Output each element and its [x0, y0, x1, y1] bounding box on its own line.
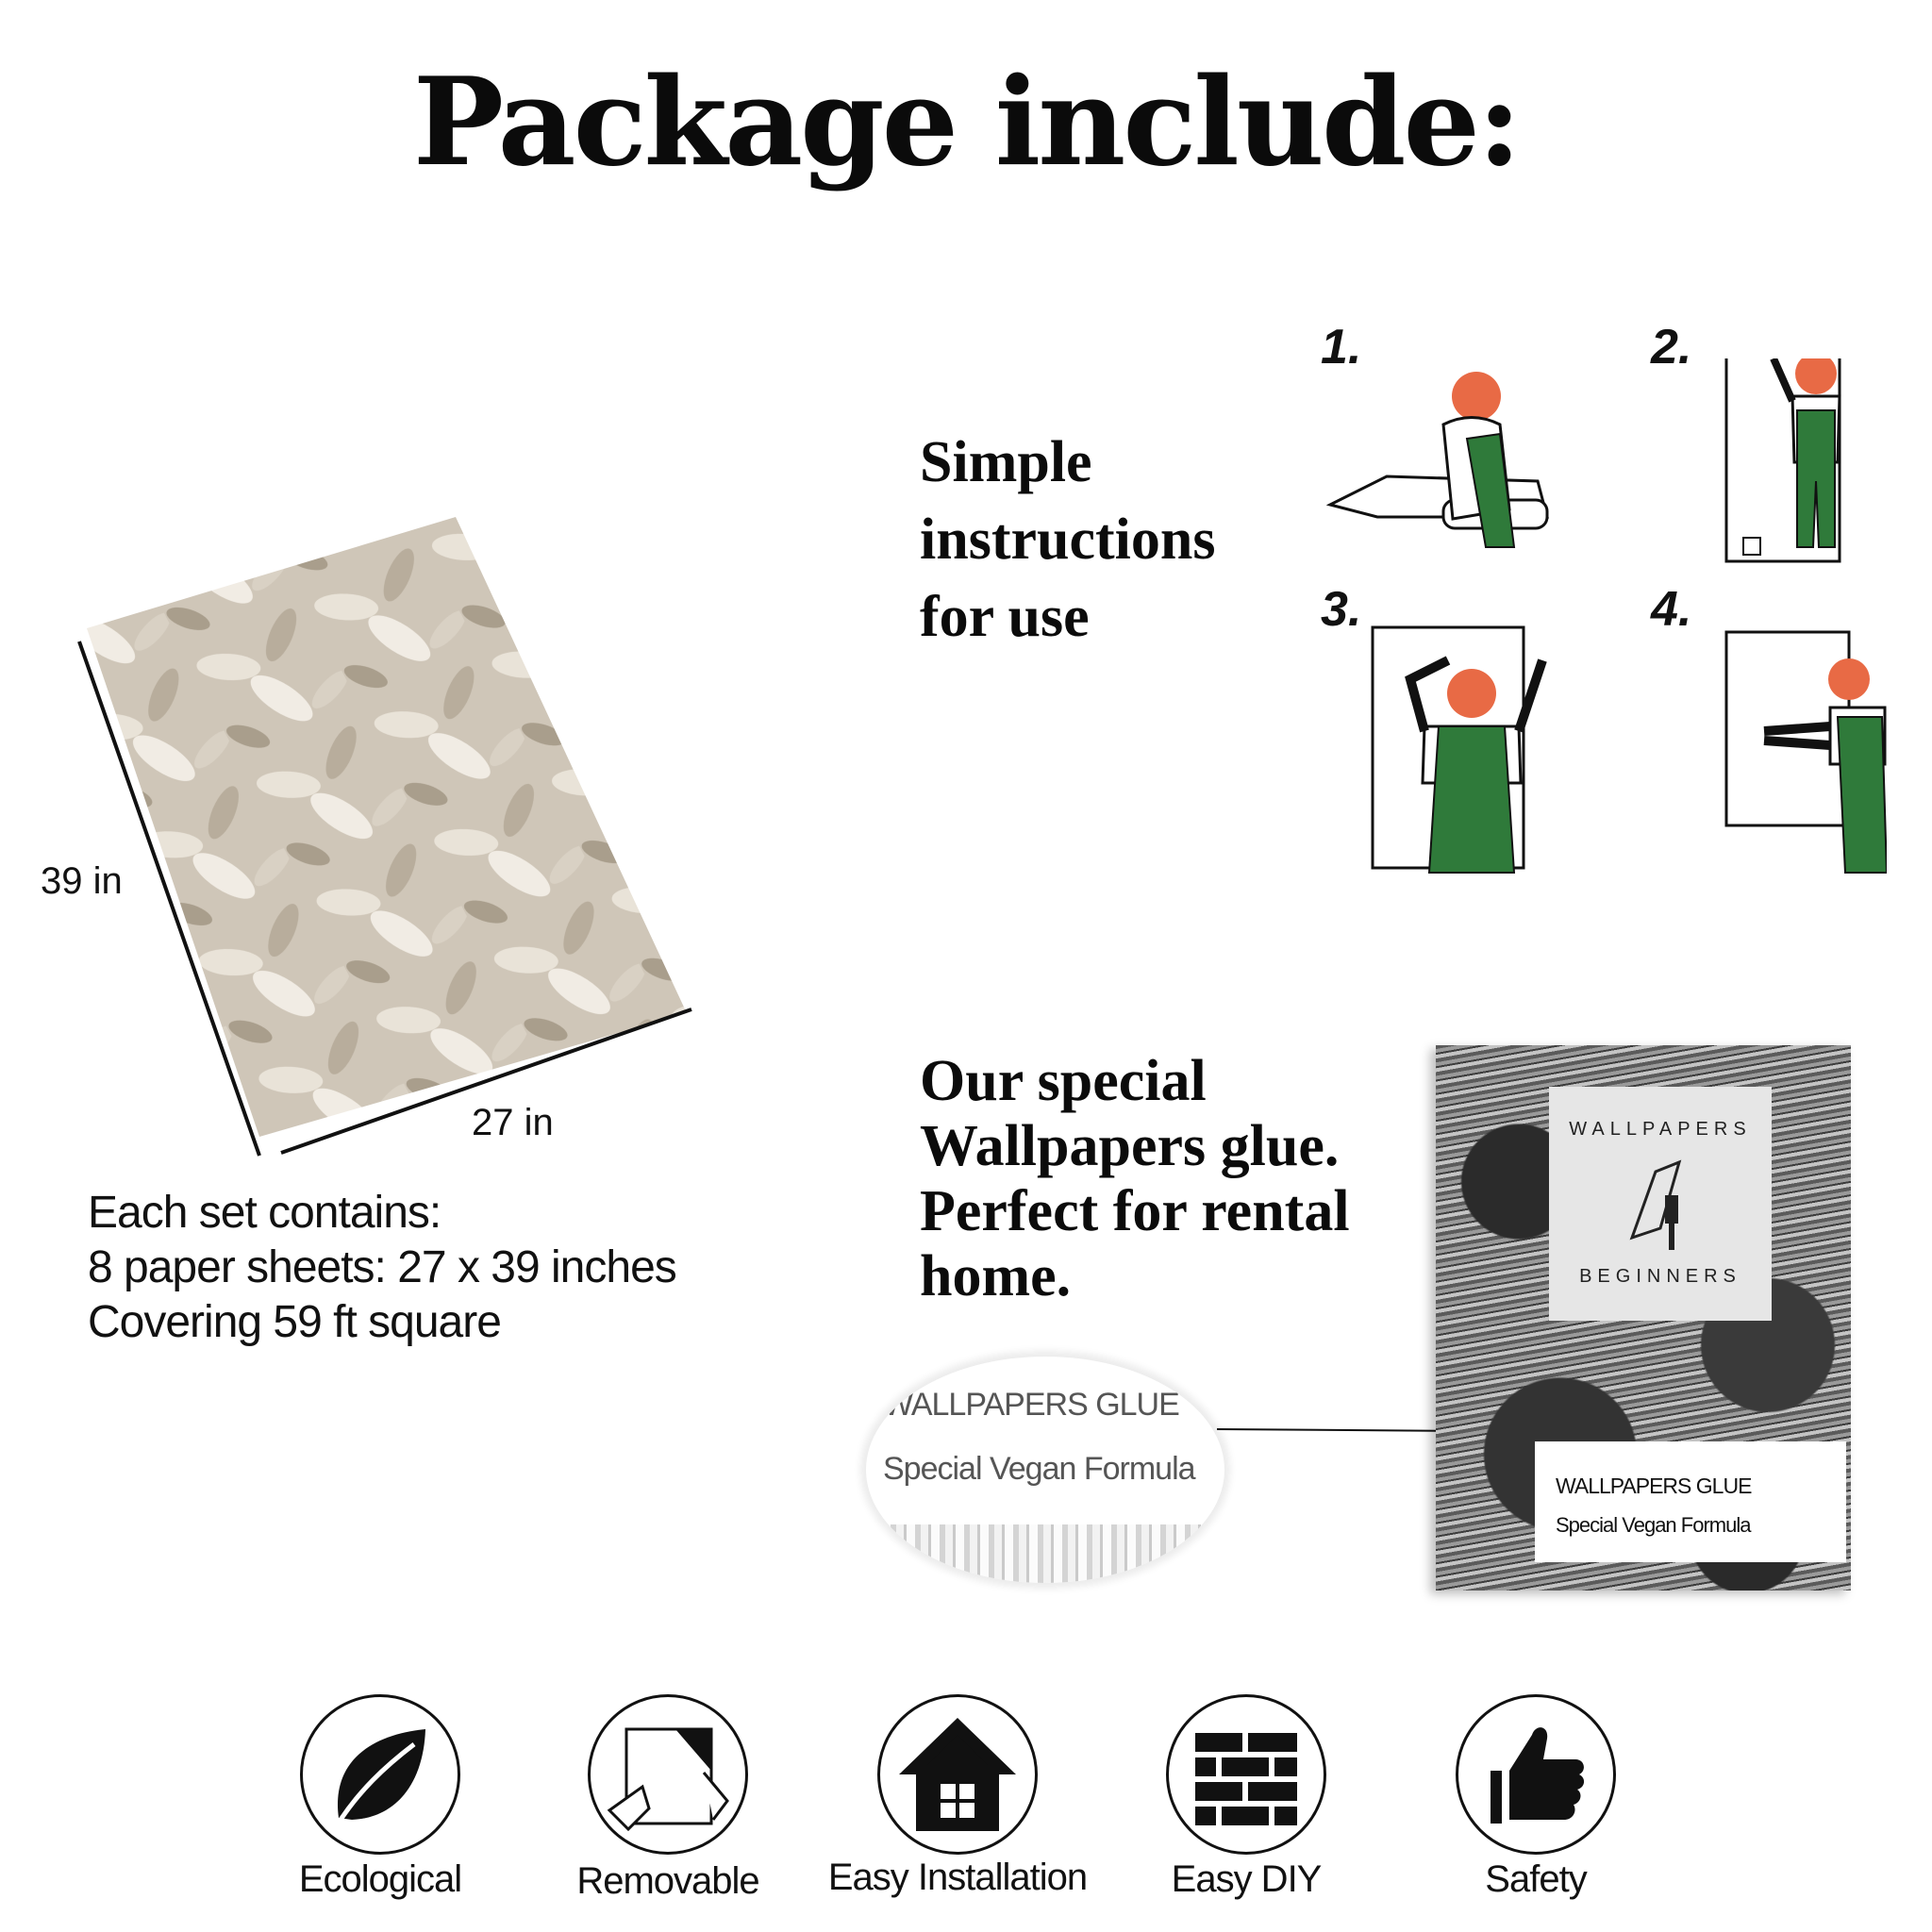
step-2-figure — [1724, 358, 1841, 563]
thumbs-up-icon — [1491, 1727, 1585, 1824]
glue-line-4: home. — [920, 1244, 1072, 1308]
width-label: 27 in — [472, 1102, 554, 1143]
paint-brush-icon — [1629, 1159, 1682, 1250]
step-1-number: 1. — [1321, 320, 1362, 375]
feature-ecological — [300, 1694, 460, 1855]
house-icon — [899, 1718, 1016, 1831]
glue-brand-logo: WALLPAPERS BEGINNERS — [1549, 1087, 1772, 1321]
feature-safety — [1456, 1694, 1616, 1855]
height-dimension-line — [77, 641, 261, 1157]
glue-label-zoom: WALLPAPERS GLUE Special Vegan Formula — [866, 1357, 1224, 1583]
page-title: Package include: — [412, 52, 1522, 193]
glue-description: Our special Wallpapers glue. Perfect for… — [920, 1049, 1350, 1309]
feature-removable-label: Removable — [576, 1860, 759, 1902]
set-contents: Each set contains: 8 paper sheets: 27 x … — [88, 1186, 677, 1350]
logo-bottom-text: BEGINNERS — [1579, 1266, 1741, 1287]
set-line-1: Each set contains: — [88, 1188, 441, 1238]
set-line-3: Covering 59 ft square — [88, 1297, 502, 1347]
zoom-label-subtitle: Special Vegan Formula — [883, 1451, 1196, 1487]
feature-easy-diy-label: Easy DIY — [1171, 1858, 1323, 1900]
glue-package: WALLPAPERS BEGINNERS WALLPAPERS GLUE Spe… — [1436, 1045, 1851, 1591]
step-2-number: 2. — [1651, 320, 1692, 375]
step-1-figure — [1325, 372, 1549, 548]
instruction-steps-illustration — [1325, 358, 1887, 874]
height-label: 39 in — [41, 860, 123, 902]
feature-ecological-label: Ecological — [298, 1858, 462, 1900]
step-4-number: 4. — [1651, 582, 1692, 637]
bricks-icon — [1195, 1733, 1297, 1825]
logo-top-text: WALLPAPERS — [1569, 1119, 1752, 1140]
step-3-figure — [1371, 625, 1547, 874]
glue-line-2: Wallpapers glue. — [920, 1114, 1340, 1178]
step-3-number: 3. — [1321, 582, 1362, 637]
instructions-line-3: for use — [920, 585, 1090, 649]
glue-line-1: Our special — [920, 1049, 1207, 1113]
instructions-line-1: Simple — [920, 430, 1092, 494]
feature-easy-installation-label: Easy Installation — [827, 1857, 1088, 1898]
package-label-title: WALLPAPERS GLUE — [1556, 1474, 1752, 1498]
step-4-figure — [1724, 630, 1887, 874]
width-dimension-line — [280, 1008, 692, 1155]
set-line-2: 8 paper sheets: 27 x 39 inches — [88, 1242, 677, 1292]
package-label-subtitle: Special Vegan Formula — [1556, 1513, 1751, 1537]
feature-easy-installation — [877, 1694, 1038, 1855]
feature-removable — [588, 1694, 748, 1855]
leaf-icon — [337, 1729, 425, 1822]
zoom-label-title: WALLPAPERS GLUE — [883, 1387, 1180, 1423]
zoom-texture — [866, 1524, 1224, 1583]
instructions-line-2: instructions — [920, 508, 1216, 572]
wallpaper-sheet — [87, 517, 687, 1137]
instructions-heading: Simple instructions for use — [920, 424, 1215, 656]
glue-line-3: Perfect for rental — [920, 1179, 1350, 1243]
peel-icon — [607, 1727, 729, 1832]
glue-package-label: WALLPAPERS GLUE Special Vegan Formula — [1535, 1441, 1846, 1562]
feature-easy-diy — [1166, 1694, 1326, 1855]
feature-safety-label: Safety — [1485, 1858, 1587, 1900]
